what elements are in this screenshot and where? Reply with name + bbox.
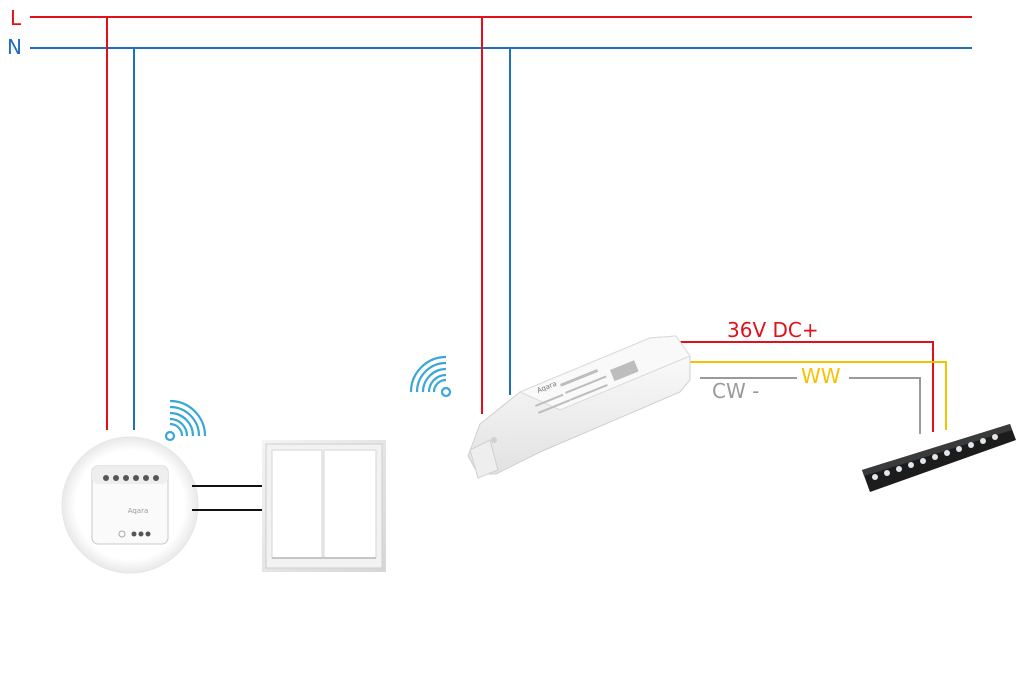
relay-brand: Aqara — [128, 507, 149, 515]
relay-wifi-icon — [164, 399, 207, 442]
led-driver: Aqara — [467, 335, 691, 479]
relay-module: Aqara — [61, 436, 199, 574]
driver-wifi-icon — [409, 355, 452, 398]
cw-wire — [700, 377, 921, 434]
ww-label: WW — [801, 364, 841, 388]
wall-switch — [262, 440, 386, 572]
ww-wire — [690, 361, 947, 430]
dc-plus-label: 36V DC+ — [727, 318, 819, 342]
live-label: L — [10, 6, 22, 30]
dc-plus-wire — [670, 341, 934, 432]
neutral-label: N — [7, 35, 22, 59]
led-linear-light — [862, 424, 1016, 492]
cw-label: CW - — [712, 379, 759, 403]
